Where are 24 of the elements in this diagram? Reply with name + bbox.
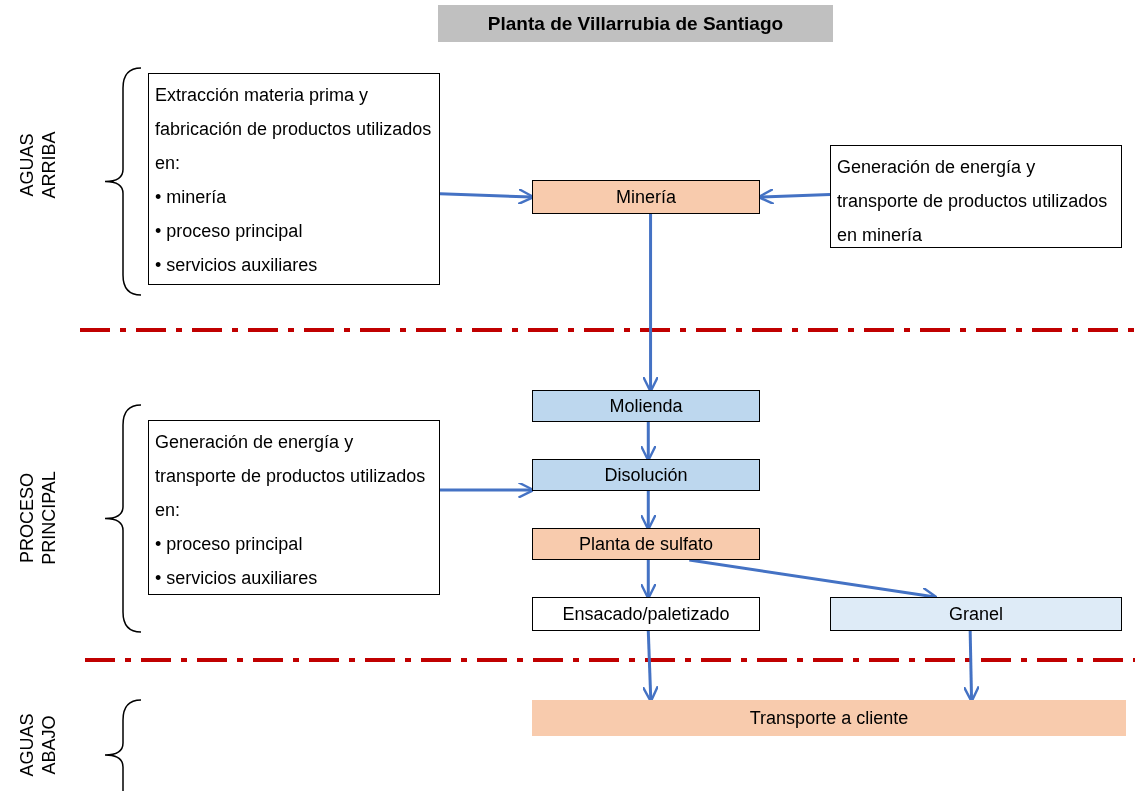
arrow xyxy=(641,630,659,703)
process-box: Disolución xyxy=(532,459,760,491)
process-box: Transporte a cliente xyxy=(532,700,1126,736)
section-label: PROCESO PRINCIPAL xyxy=(16,470,60,567)
process-box: Granel xyxy=(830,597,1122,631)
process-box: Planta de sulfato xyxy=(532,528,760,560)
process-box: Molienda xyxy=(532,390,760,422)
bullet-item: • minería xyxy=(155,186,228,209)
arrow xyxy=(962,630,980,703)
process-box: Minería xyxy=(532,180,760,214)
bullet-item: • servicios auxiliares xyxy=(155,567,319,590)
bullet-item: • proceso principal xyxy=(155,533,304,556)
title-banner: Planta de Villarrubia de Santiago xyxy=(438,5,833,42)
text-box xyxy=(148,73,440,285)
bullet-item: • servicios auxiliares xyxy=(155,254,319,277)
arrow xyxy=(440,481,535,499)
box-heading: Extracción materia prima y fabricación de productos utilizados en: xyxy=(155,84,433,175)
section-label: AGUAS ARRIBA xyxy=(16,130,60,201)
text-box xyxy=(148,420,440,595)
bullet-item: • proceso principal xyxy=(155,220,304,243)
section-label: AGUAS ABAJO xyxy=(16,712,60,779)
box-heading: Generación de energía y transporte de productos utilizados en: xyxy=(155,431,427,522)
text-box: Generación de energía y transporte de productos utilizados en minería xyxy=(830,145,1122,248)
process-box: Ensacado/paletizado xyxy=(532,597,760,631)
